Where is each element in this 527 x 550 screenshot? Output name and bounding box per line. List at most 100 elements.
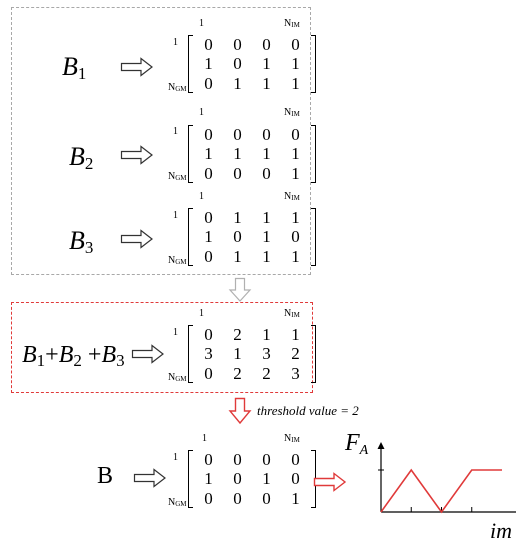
matrix-cell: 0 [291, 450, 300, 469]
b3-col-last-label: NIM [284, 191, 300, 203]
b2-col-last-label: NIM [284, 107, 300, 119]
sum-label: B1+B2 +B3 [22, 342, 125, 370]
plot-x-label: im [490, 518, 512, 543]
result-arrow-icon [133, 468, 166, 488]
result-label: B [97, 463, 114, 489]
left-bracket [188, 208, 193, 266]
down-arrow-gray-icon [228, 277, 252, 302]
result-row-first-label: 1 [173, 452, 178, 463]
matrix-cell: 0 [233, 163, 242, 183]
matrix-cell: 0 [204, 363, 213, 383]
matrix-cell: 1 [262, 227, 271, 247]
matrix-cell: 1 [291, 325, 300, 344]
matrix-cell: 0 [262, 163, 271, 183]
sum-row-first-label: 1 [173, 327, 178, 338]
b1-arrow-icon [120, 57, 153, 77]
matrix-cell: 1 [204, 54, 213, 74]
matrix-cell: 1 [291, 163, 300, 183]
matrix-cell: 1 [291, 73, 300, 93]
matrix-cell: 0 [233, 450, 242, 469]
matrix-cell: 0 [233, 35, 242, 54]
sum-row-last-label: NGM [168, 372, 187, 384]
left-bracket [188, 450, 193, 508]
right-bracket [311, 325, 316, 383]
b1-label: B1 [62, 52, 87, 84]
matrix-cell: 2 [233, 363, 242, 383]
sum-col-first-label: 1 [199, 308, 204, 319]
input-matrices-box [11, 7, 311, 275]
b1-row-last-label: NGM [168, 82, 187, 94]
matrix-cell: 1 [291, 54, 300, 74]
sum-matrix-box [11, 302, 313, 393]
b2-col-first-label: 1 [199, 107, 204, 118]
matrix-cell: 0 [233, 125, 242, 144]
b3-arrow-icon [120, 229, 153, 249]
right-bracket [311, 125, 316, 183]
b2-label: B2 [69, 142, 94, 174]
matrix-cell: 1 [262, 246, 271, 266]
matrix-cell: 1 [262, 54, 271, 74]
matrix-cell: 0 [204, 488, 213, 508]
b3-col-first-label: 1 [199, 191, 204, 202]
b3-label: B3 [69, 226, 94, 258]
matrix-cell: 0 [233, 488, 242, 508]
left-bracket [188, 35, 193, 93]
matrix-cell: 1 [204, 144, 213, 164]
sum-col-last-label: NIM [284, 308, 300, 320]
matrix-cell: 1 [291, 488, 300, 508]
matrix-cell: 1 [291, 246, 300, 266]
b3-row-first-label: 1 [173, 210, 178, 221]
result-col-last-label: NIM [284, 433, 300, 445]
matrix-cell: 0 [204, 125, 213, 144]
result-row-last-label: NGM [168, 497, 187, 509]
matrix-cell: 0 [204, 73, 213, 93]
matrix-cell: 1 [233, 73, 242, 93]
b1-col-last-label: NIM [284, 18, 300, 30]
matrix-cell: 3 [204, 344, 213, 364]
matrix-cell: 0 [204, 35, 213, 54]
matrix-cell: 1 [262, 73, 271, 93]
matrix-cell: 0 [291, 35, 300, 54]
right-bracket [311, 208, 316, 266]
matrix-cell: 0 [233, 54, 242, 74]
matrix-cell: 1 [204, 227, 213, 247]
matrix-cell: 0 [262, 125, 271, 144]
matrix-cell: 2 [262, 363, 271, 383]
matrix-cell: 1 [233, 208, 242, 227]
matrix-cell: 0 [204, 325, 213, 344]
b3-row-last-label: NGM [168, 255, 187, 267]
fa-plot [377, 442, 516, 514]
plot-y-label: FA [345, 430, 369, 458]
matrix-cell: 1 [233, 144, 242, 164]
matrix-cell: 1 [262, 469, 271, 489]
b2-arrow-icon [120, 145, 153, 165]
matrix-cell: 0 [291, 227, 300, 247]
matrix-cell: 0 [262, 35, 271, 54]
right-bracket [311, 35, 316, 93]
plot-arrow-icon [313, 472, 347, 492]
matrix-cell: 3 [291, 363, 300, 383]
left-bracket [188, 125, 193, 183]
matrix-cell: 0 [204, 163, 213, 183]
b1-col-first-label: 1 [199, 18, 204, 29]
matrix-cell: 0 [204, 450, 213, 469]
threshold-label: threshold value = 2 [257, 403, 359, 418]
matrix-cell: 1 [204, 469, 213, 489]
matrix-cell: 1 [262, 325, 271, 344]
sum-arrow-icon [131, 344, 164, 364]
matrix-cell: 1 [291, 208, 300, 227]
matrix-cell: 0 [204, 246, 213, 266]
matrix-cell: 0 [233, 469, 242, 489]
b1-row-first-label: 1 [173, 37, 178, 48]
b2-row-first-label: 1 [173, 126, 178, 137]
matrix-cell: 0 [233, 227, 242, 247]
plot-y-arrowhead [377, 442, 385, 449]
matrix-cell: 2 [291, 344, 300, 364]
matrix-cell: 0 [262, 488, 271, 508]
matrix-cell: 0 [291, 125, 300, 144]
